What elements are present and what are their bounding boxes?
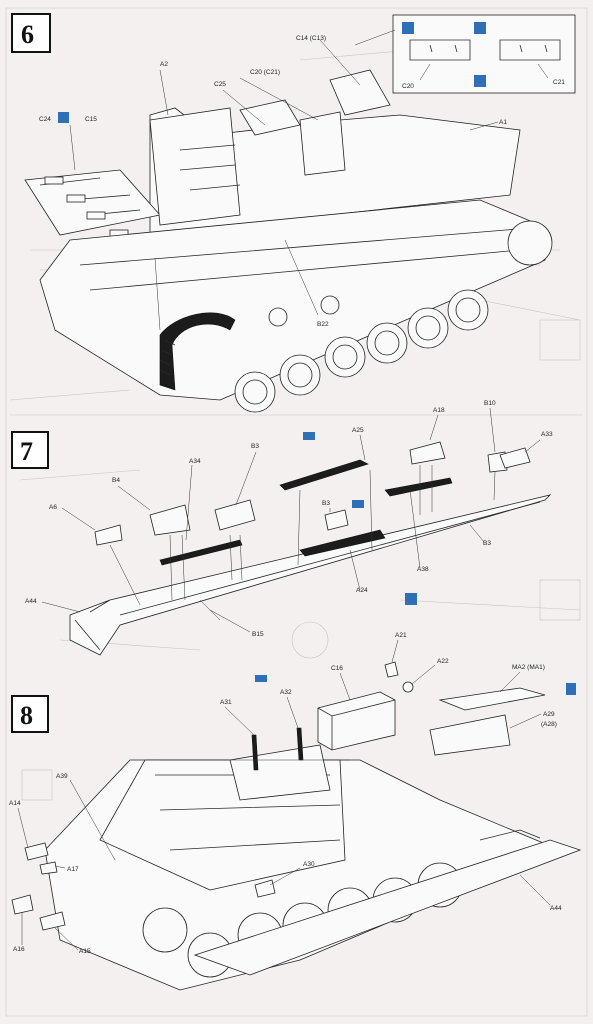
part-ma2: [438, 687, 546, 711]
part-a15: [39, 911, 66, 931]
label-a32: A32: [280, 689, 292, 696]
sanding-icon: [474, 22, 486, 34]
cement-icon: [474, 75, 486, 87]
step-8: 8: [9, 632, 582, 991]
part-a24: [299, 529, 386, 557]
label-b10: B10: [484, 400, 496, 407]
part-a6: [94, 524, 123, 546]
label-a15: A15: [79, 948, 91, 955]
fender-a44-right: [193, 839, 582, 976]
label-b3-top: B3: [251, 443, 259, 450]
step-6-hull: [24, 39, 553, 413]
part-b4: [149, 504, 191, 536]
label-b4: B4: [112, 477, 120, 484]
label-c16: C16: [331, 665, 343, 672]
part-a21: [384, 661, 399, 678]
label-b3-right: B3: [483, 540, 491, 547]
step-8-number: 8: [20, 701, 33, 730]
step-7: 7 A25 A18 B10 A33 B3 A34 B4 A6 B3 B3 A38…: [11, 400, 553, 656]
fender-a44: [69, 494, 552, 656]
part-a17: [39, 861, 58, 875]
cement-icon: [58, 112, 69, 123]
label-a17: A17: [67, 866, 79, 873]
part-a16: [11, 894, 34, 915]
label-c15: C15: [85, 116, 97, 123]
label-a39: A39: [56, 773, 68, 780]
part-b3: [214, 499, 256, 531]
label-ma2: MA2 (MA1): [512, 664, 545, 671]
step-6: 6 C20 C21: [11, 13, 576, 413]
step-6-box: [11, 13, 51, 53]
glue-icon: [402, 22, 414, 34]
part-a29: [429, 714, 511, 756]
label-c24: C24: [39, 116, 51, 123]
step-7-number: 7: [20, 437, 33, 466]
part-c16: [317, 691, 396, 751]
label-b15: B15: [252, 631, 264, 638]
label-b22: B22: [317, 321, 329, 328]
glue-icon: [566, 683, 576, 695]
part-a38: [384, 477, 453, 497]
label-a24: A24: [356, 587, 368, 594]
label-a14: A14: [9, 800, 21, 807]
part-a18: [409, 441, 446, 465]
label-inset-c21: C21: [553, 79, 565, 86]
cement-icon: [255, 675, 267, 682]
part-a33: [499, 447, 531, 469]
label-a31: A31: [220, 699, 232, 706]
cement-icon: [352, 500, 364, 508]
part-a31: [251, 734, 259, 771]
label-a38: A38: [417, 566, 429, 573]
label-c20-c21: C20 (C21): [250, 69, 280, 76]
track-links: [159, 312, 236, 391]
label-c14: C14 (C13): [296, 35, 326, 42]
label-a28: (A28): [541, 721, 557, 728]
part-a22: [402, 681, 414, 693]
part-a25: [279, 459, 369, 491]
step-6-inset: C20 C21: [392, 14, 576, 94]
label-a30: A30: [303, 861, 315, 868]
cut-icon: [405, 593, 417, 605]
label-a29: A29: [543, 711, 555, 718]
step-7-box: [11, 431, 49, 469]
label-a21: A21: [395, 632, 407, 639]
label-a44: A44: [550, 905, 562, 912]
part-b3-mid: [324, 509, 349, 531]
label-a34: A34: [189, 458, 201, 465]
label-a2: A2: [160, 61, 168, 68]
label-c25: C25: [214, 81, 226, 88]
label-a44: A44: [25, 598, 37, 605]
label-a22: A22: [437, 658, 449, 665]
step-8-box: [11, 695, 49, 733]
label-a16: A16: [13, 946, 25, 953]
label-a6: A6: [49, 504, 57, 511]
road-wheels: [234, 220, 553, 413]
part-a30: [254, 879, 276, 898]
cement-icon: [303, 432, 315, 440]
label-a25: A25: [352, 427, 364, 434]
label-a33: A33: [541, 431, 553, 438]
label-a18: A18: [433, 407, 445, 414]
label-b3-mid: B3: [322, 500, 330, 507]
label-inset-c20: C20: [402, 83, 414, 90]
page-frame: [5, 7, 588, 1017]
part-a14: [24, 842, 49, 861]
step-6-number: 6: [21, 20, 34, 49]
part-a34: [159, 539, 243, 566]
label-a1: A1: [499, 119, 507, 126]
